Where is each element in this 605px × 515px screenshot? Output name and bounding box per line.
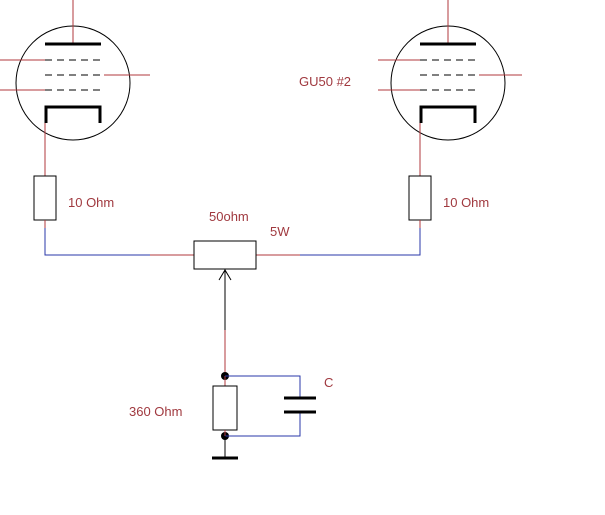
cathode-resistor-label: 360 Ohm xyxy=(129,404,182,419)
potentiometer-power-label: 5W xyxy=(270,224,290,239)
resistor-right-body xyxy=(408,175,432,221)
resistor-left-label: 10 Ohm xyxy=(68,195,114,210)
tube-left xyxy=(0,0,150,176)
tube-right-cathode xyxy=(419,105,477,123)
wire-left-to-pot xyxy=(44,228,150,256)
wire-right-to-pot xyxy=(300,228,421,256)
capacitor-label: C xyxy=(324,375,333,390)
tube-right-label: GU50 #2 xyxy=(299,74,351,89)
resistor-right xyxy=(408,175,432,228)
resistor-left-body xyxy=(33,175,57,221)
cathode-resistor-body xyxy=(212,385,238,431)
potentiometer-value-label: 50ohm xyxy=(209,209,249,224)
capacitor-bottom-wire xyxy=(225,412,301,437)
resistor-right-label: 10 Ohm xyxy=(443,195,489,210)
potentiometer xyxy=(193,240,257,330)
potentiometer-wiper-arrow xyxy=(218,269,232,281)
capacitor-top-wire xyxy=(225,375,301,398)
tube-right xyxy=(378,0,522,176)
potentiometer-body xyxy=(193,240,257,270)
resistor-left xyxy=(33,175,57,228)
tube-left-cathode xyxy=(44,105,102,123)
